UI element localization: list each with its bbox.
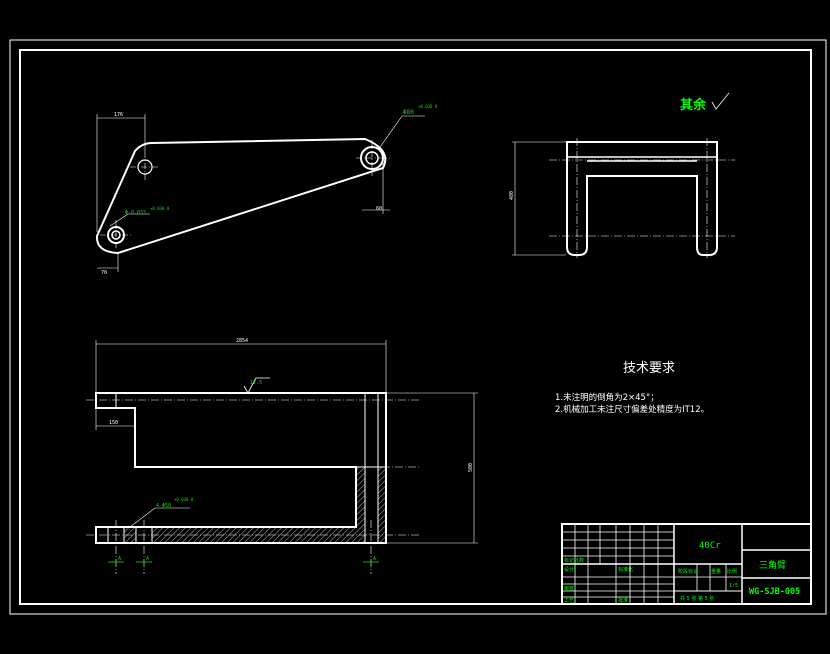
reviewer-label: 审核	[564, 585, 574, 592]
sheet-info: 共 5 张 第 5 张	[680, 595, 714, 602]
section-mark: A	[118, 556, 121, 562]
weight-label: 重量	[711, 568, 721, 575]
material: 40Cr	[699, 541, 721, 551]
part-name: 三角臂	[759, 559, 786, 571]
dim-height: 480	[509, 191, 515, 200]
side-view: 480	[509, 138, 735, 258]
inner-frame	[19, 49, 812, 605]
dim-bottom-left: 70	[101, 270, 107, 276]
dim-hole-large: Φ80	[403, 109, 414, 116]
drawing-number: WG-SJB-005	[749, 587, 800, 597]
standard-label: 标准化	[618, 566, 633, 573]
dim-right-edge: 60	[376, 206, 382, 212]
leader-line	[109, 213, 129, 227]
designer-label: 设计	[564, 566, 574, 573]
dim-bore-tol: +0.030 0	[174, 497, 194, 502]
scale: 1:5	[729, 583, 738, 589]
dim-left-step: 150	[109, 420, 118, 426]
roughness-symbol	[711, 92, 730, 110]
tech-requirements-title: 技术要求	[623, 361, 675, 376]
dim-hole-small: Φ-0.033	[125, 210, 146, 216]
top-view: 176 70 60 Φ80 +0.030 0 Φ-0.033 +0.030 0	[95, 104, 438, 276]
dim-top-width: 176	[114, 112, 123, 118]
leader-line	[129, 507, 156, 528]
tech-requirements: 技术要求 1.未注明的倒角为2×45°； 2.机械加工未注尺寸偏差处精度为IT1…	[555, 361, 709, 415]
part-outline	[95, 392, 387, 544]
scale-label: 比例	[727, 568, 737, 575]
section-mark: A	[146, 556, 149, 562]
roughness-note: 其余	[680, 92, 730, 113]
title-block: 40Cr 三角臂 WG-SJB-005 共 5 张 第 5 张 1:5 阶段标记…	[561, 523, 812, 605]
dim-hole-large-tol: +0.030 0	[418, 104, 438, 109]
outer-frame	[9, 39, 827, 615]
section-hatch	[356, 467, 365, 543]
dim-total-width: 2854	[236, 338, 248, 344]
section-mark: A	[373, 556, 376, 562]
tech-requirement-item: 1.未注明的倒角为2×45°；	[555, 392, 659, 403]
frame-outline	[566, 141, 718, 256]
front-view: 2854 500 150 12.5 4-Φ50 +0.030 0 A A A	[86, 338, 478, 574]
roughness-value: 12.5	[250, 380, 262, 386]
roughness-symbol	[243, 377, 270, 394]
stage-label: 阶段标记	[678, 568, 698, 575]
mark-label: 标记处数	[564, 557, 584, 564]
approve-label: 批准	[618, 597, 628, 604]
tech-requirement-item: 2.机械加工未注尺寸偏差处精度为IT12。	[555, 404, 709, 415]
dim-bore: 4-Φ50	[156, 503, 171, 509]
section-hatch	[152, 527, 356, 543]
process-label: 工艺	[564, 598, 574, 604]
leader-line	[377, 115, 403, 151]
dim-height: 500	[468, 463, 474, 472]
arm-outline	[95, 137, 387, 255]
dim-hole-small-tol: +0.030 0	[150, 206, 170, 211]
section-hatch	[378, 467, 386, 543]
roughness-note-label: 其余	[680, 97, 707, 113]
